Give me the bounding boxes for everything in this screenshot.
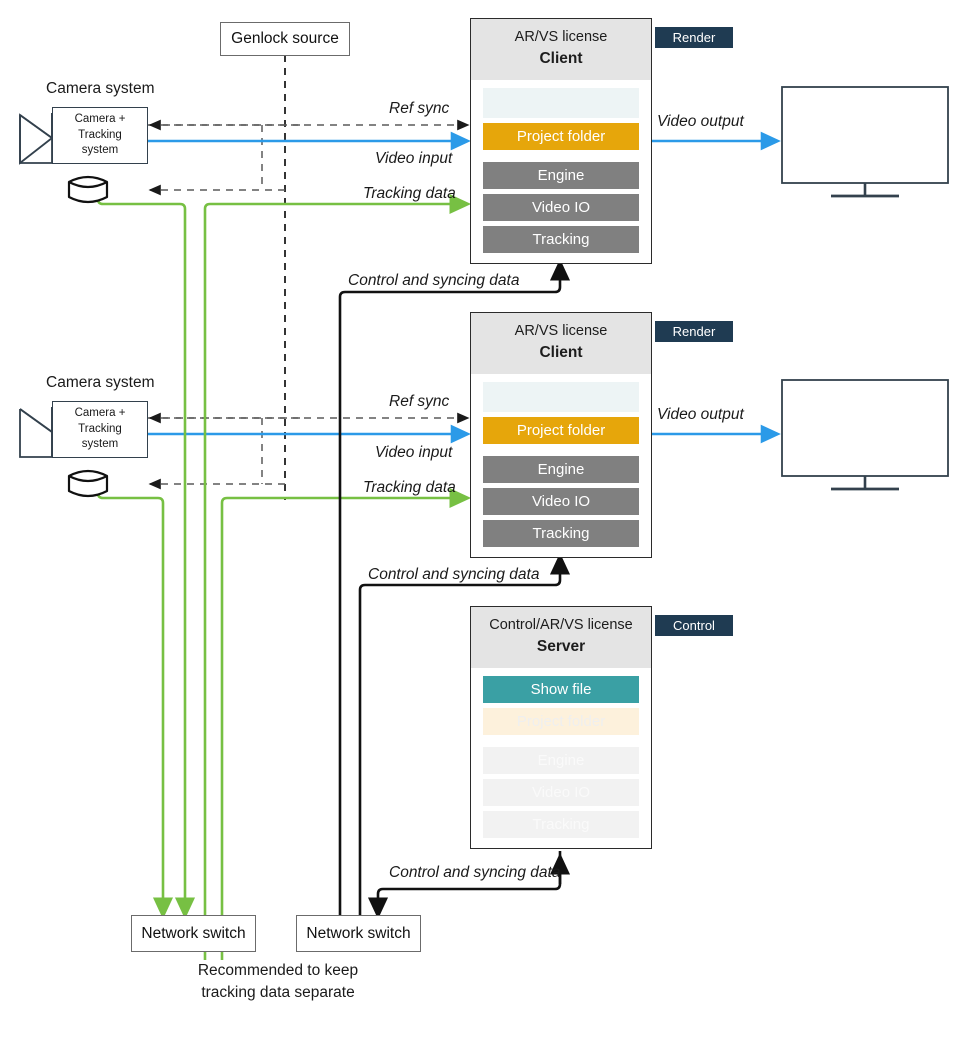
machine-client-2[interactable]: AR/VS license Client Project folder Engi… — [470, 312, 652, 559]
monitor-glyph-1 — [781, 86, 949, 198]
label-video-output-2: Video output — [657, 406, 744, 423]
machine-client-2-role: Client — [539, 343, 583, 361]
badge-render-1: Render — [655, 27, 733, 48]
camera-1-line-2: Tracking — [78, 128, 122, 141]
tracking-link-cam1-switch — [96, 186, 196, 920]
camera-system-2-title: Camera system — [46, 374, 155, 391]
machine-client-1-header: AR/VS license Client — [471, 19, 651, 81]
label-video-input-2: Video input — [375, 444, 453, 461]
control-link-client1 — [338, 258, 571, 916]
footnote-tracking-separate: Recommended to keep tracking data separa… — [118, 960, 438, 1005]
badge-control-server-label: Control — [673, 618, 715, 633]
ref-sync-link-2 — [148, 125, 470, 490]
badge-render-2-label: Render — [672, 324, 716, 339]
machine-server-row-video-io[interactable]: Video IO — [483, 779, 639, 807]
control-link-server — [367, 851, 571, 920]
machine-client-2-row-blank[interactable] — [483, 382, 639, 413]
network-switch-control[interactable]: Network switch — [296, 915, 421, 952]
machine-client-1-row-blank[interactable] — [483, 88, 639, 119]
label-ref-sync-1: Ref sync — [389, 100, 450, 117]
machine-client-2-row-tracking[interactable]: Tracking — [483, 520, 639, 548]
camera-system-2-text: Camera + Tracking system — [75, 406, 126, 453]
machine-server-row-tracking[interactable]: Tracking — [483, 811, 639, 839]
ref-sync-link-1 — [148, 119, 470, 196]
machine-client-2-row-engine[interactable]: Engine — [483, 456, 639, 484]
machine-server-row-spacer — [483, 740, 639, 747]
machine-client-2-row-spacer — [483, 449, 639, 456]
camera-2-line-3: system — [81, 438, 119, 451]
machine-client-1-row-spacer — [483, 155, 639, 162]
label-control-sync-1: Control and syncing data — [348, 272, 520, 289]
machine-server-row-project-folder[interactable]: Project folder — [483, 708, 639, 736]
tracking-link-switch-client2 — [220, 487, 472, 960]
label-control-sync-3: Control and syncing data — [389, 864, 561, 881]
machine-client-2-rows: Project folder Engine Video IO Tracking — [471, 374, 651, 557]
camera-system-1-body[interactable]: Camera + Tracking system — [52, 107, 148, 164]
camera-system-2-body[interactable]: Camera + Tracking system — [52, 401, 148, 458]
machine-server-header: Control/AR/VS license Server — [471, 607, 651, 669]
machine-client-1-license: AR/VS license — [514, 29, 608, 45]
label-tracking-data-2: Tracking data — [363, 479, 456, 496]
network-switch-tracking[interactable]: Network switch — [131, 915, 256, 952]
network-switch-tracking-label: Network switch — [141, 924, 246, 942]
genlock-source-box[interactable]: Genlock source — [220, 22, 350, 56]
badge-control-server: Control — [655, 615, 733, 636]
badge-render-1-label: Render — [672, 30, 716, 45]
machine-client-2-header: AR/VS license Client — [471, 313, 651, 375]
machine-client-1-row-engine[interactable]: Engine — [483, 162, 639, 190]
machine-client-1-row-video-io[interactable]: Video IO — [483, 194, 639, 222]
tracking-link-switch-client1 — [203, 193, 472, 960]
label-video-output-1: Video output — [657, 113, 744, 130]
machine-server[interactable]: Control/AR/VS license Server Show file P… — [470, 606, 652, 850]
badge-render-2: Render — [655, 321, 733, 342]
machine-client-2-license: AR/VS license — [514, 323, 608, 339]
genlock-source-label: Genlock source — [231, 30, 339, 47]
machine-client-1-role: Client — [539, 49, 583, 67]
machine-server-role: Server — [536, 637, 586, 655]
machine-server-row-show-file[interactable]: Show file — [483, 676, 639, 704]
machine-client-1-row-tracking[interactable]: Tracking — [483, 226, 639, 254]
label-control-sync-2: Control and syncing data — [368, 566, 540, 583]
label-ref-sync-2: Ref sync — [389, 393, 450, 410]
camera-2-line-2: Tracking — [78, 422, 122, 435]
label-video-input-1: Video input — [375, 150, 453, 167]
camera-system-1-title: Camera system — [46, 80, 155, 97]
footnote-line-2: tracking data separate — [201, 984, 355, 1002]
camera-system-1-text: Camera + Tracking system — [75, 112, 126, 159]
camera-2-line-1: Camera + — [74, 407, 126, 420]
machine-server-license: Control/AR/VS license — [489, 617, 633, 633]
camera-1-line-3: system — [81, 144, 119, 157]
machine-client-1[interactable]: AR/VS license Client Project folder Engi… — [470, 18, 652, 265]
machine-client-2-row-video-io[interactable]: Video IO — [483, 488, 639, 516]
machine-client-1-rows: Project folder Engine Video IO Tracking — [471, 80, 651, 263]
network-switch-control-label: Network switch — [306, 924, 411, 942]
monitor-glyph-2 — [781, 379, 949, 491]
camera-1-line-1: Camera + — [74, 113, 126, 126]
machine-client-1-row-project-folder[interactable]: Project folder — [483, 123, 639, 151]
control-link-client2 — [358, 552, 571, 916]
label-tracking-data-1: Tracking data — [363, 185, 456, 202]
machine-server-rows: Show file Project folder Engine Video IO… — [471, 668, 651, 848]
machine-server-row-engine[interactable]: Engine — [483, 747, 639, 775]
tracking-link-cam2-switch — [96, 480, 174, 920]
machine-client-2-row-project-folder[interactable]: Project folder — [483, 417, 639, 445]
footnote-line-1: Recommended to keep — [197, 962, 359, 979]
